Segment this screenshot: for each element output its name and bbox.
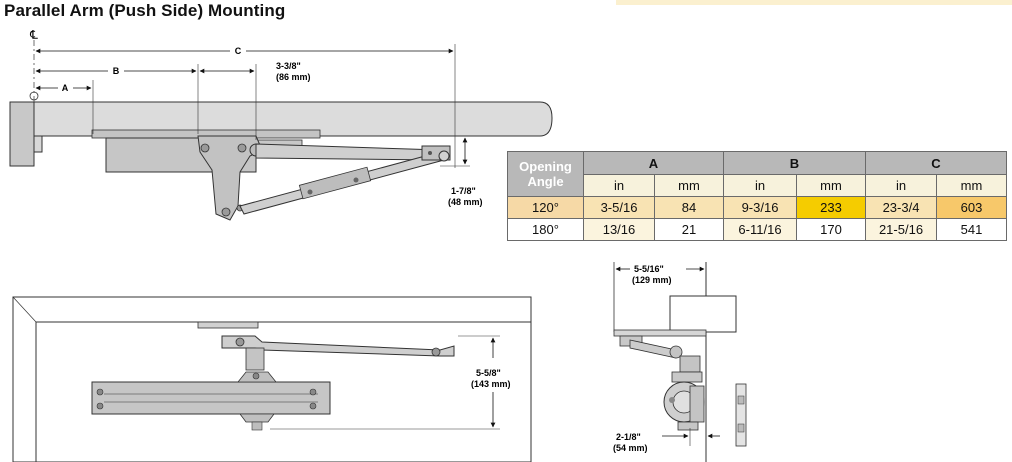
header-plate: [197, 321, 259, 329]
side-offset-mm: (54 mm): [613, 443, 648, 453]
height-dim-inch: 5-5/8": [476, 368, 501, 378]
centerline-symbol: ℄: [29, 28, 38, 42]
table-row: 120° 3-5/16 84 9-3/16 233 23-3/4 603: [507, 196, 1007, 219]
group-header-a: A: [583, 151, 724, 175]
table-cell: 170: [796, 218, 866, 241]
table-cell: 21-5/16: [865, 218, 937, 241]
front-view: 5-5/8" (143 mm): [12, 296, 532, 462]
opening-angle-table: Opening Angle A B C in mm in mm in mm 12…: [507, 151, 1007, 241]
group-header-c: C: [865, 151, 1007, 175]
unit-header: in: [865, 174, 937, 197]
jamb-block: [9, 101, 35, 167]
top-view: ℄ C B 3-3/8" (86 mm) A 1-7/8" (48 mm): [9, 28, 553, 221]
table-cell: 3-5/16: [583, 196, 655, 219]
unit-header: mm: [936, 174, 1007, 197]
depth-dim-mm: (48 mm): [448, 197, 483, 207]
table-cell: 541: [936, 218, 1007, 241]
depth-dim-inch: 1-7/8": [451, 186, 476, 196]
front-closer-body: [91, 381, 331, 415]
dim-c-label: C: [235, 46, 242, 56]
side-view: 5-5/16" (129 mm) 2-1/8" (54 mm): [613, 262, 747, 462]
table-cell: 23-3/4: [865, 196, 937, 219]
offset-dim-inch: 3-3/8": [276, 61, 301, 71]
unit-header: in: [723, 174, 797, 197]
page-title: Parallel Arm (Push Side) Mounting: [4, 1, 286, 20]
side-door-edge: [735, 383, 747, 447]
front-arm: [221, 335, 455, 357]
side-width-mm: (129 mm): [632, 275, 672, 285]
group-header-b: B: [723, 151, 866, 175]
dim-a-label: A: [62, 83, 69, 93]
table-cell: 233: [796, 196, 866, 219]
dim-b-label: B: [113, 66, 120, 76]
table-cell: 6-11/16: [723, 218, 797, 241]
table-cell: 21: [654, 218, 724, 241]
main-arm: [255, 143, 441, 161]
forearm-adjuster: [298, 166, 372, 200]
table-cell: 13/16: [583, 218, 655, 241]
side-header: [669, 295, 737, 333]
opening-angle-header: Opening Angle: [507, 151, 584, 197]
unit-header: in: [583, 174, 655, 197]
table-cell: 84: [654, 196, 724, 219]
side-plate: [613, 329, 707, 337]
unit-header: mm: [796, 174, 866, 197]
row-angle: 120°: [507, 196, 584, 219]
door-edge: [33, 101, 553, 137]
row-angle: 180°: [507, 218, 584, 241]
table-cell: 9-3/16: [723, 196, 797, 219]
unit-header: mm: [654, 174, 724, 197]
side-offset-inch: 2-1/8": [616, 432, 641, 442]
height-dim-mm: (143 mm): [471, 379, 511, 389]
table-cell: 603: [936, 196, 1007, 219]
header-accent-band: [616, 0, 1012, 5]
table-row: 180° 13/16 21 6-11/16 170 21-5/16 541: [507, 218, 1007, 241]
side-width-inch: 5-5/16": [634, 264, 664, 274]
offset-dim-mm: (86 mm): [276, 72, 311, 82]
